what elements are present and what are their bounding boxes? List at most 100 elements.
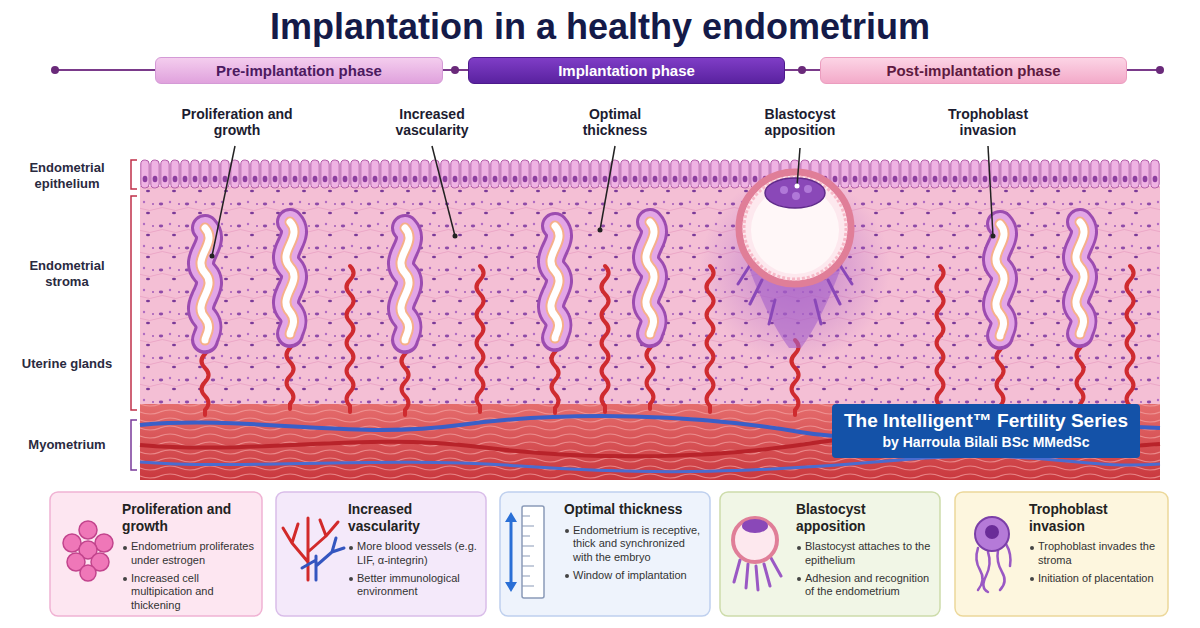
bullet-text: Better immunological environment: [357, 572, 460, 598]
phase-pill: Post-implantation phase: [820, 57, 1127, 84]
timeline-dot: [51, 66, 59, 74]
cell: [792, 192, 800, 200]
bullet-dot: [565, 529, 569, 533]
layer-label: Endometrial stroma: [7, 258, 127, 289]
bracket: [131, 196, 137, 410]
text-row: The Intelligent™ Fertility Series: [844, 409, 1128, 433]
bullet-dot: [123, 546, 127, 550]
epithelium-layer: [140, 159, 1160, 189]
timeline-dot: [798, 66, 806, 74]
phase-pill: Pre-implantation phase: [155, 57, 443, 84]
bracket: [131, 160, 137, 189]
card-ground: [50, 492, 262, 616]
text-row: Proliferation and growth: [122, 502, 256, 535]
callout-label: Blastocyst apposition: [748, 106, 852, 138]
card-heading: Proliferation and growth: [122, 502, 231, 534]
leader-dot: [598, 228, 603, 233]
phase-pill: Implantation phase: [468, 57, 785, 84]
blastocoel: [751, 186, 839, 274]
text-row: by Harroula Bilali BSc MMedSc: [844, 433, 1128, 452]
series-badge: The Intelligent™ Fertility Series by Harr…: [832, 404, 1140, 458]
leader-dot: [795, 184, 800, 189]
text-row: Trophoblast invasion: [1029, 502, 1162, 535]
text-row: Trophoblast invades the stroma: [1029, 540, 1162, 568]
blastocyst-icon: [733, 518, 781, 590]
cell-cluster-icon: [63, 521, 113, 581]
text-row: Pre-implantation phase: [216, 62, 382, 79]
text-row: More blood vessels (e.g. LIF, α-integrin…: [348, 540, 480, 568]
text-row: Endometrium proliferates under estrogen: [122, 540, 256, 568]
leader-line: [988, 146, 993, 236]
blastocyst: [738, 172, 852, 348]
bullet-text: Blastocyst attaches to the epithelium: [805, 540, 930, 566]
card-grounds: [50, 492, 1168, 616]
trophoblast-icon: [975, 517, 1011, 592]
cell: [804, 185, 812, 193]
leader-line: [600, 146, 615, 230]
vessel-icon: [283, 518, 344, 580]
bullet-dot: [349, 577, 353, 581]
info-card: Trophoblast invasionTrophoblast invades …: [955, 492, 1168, 616]
cell: [780, 186, 788, 194]
node-text: by Harroula Bilali BSc MMedSc: [883, 434, 1090, 450]
text-row: Initiation of placentation: [1029, 572, 1162, 586]
bullet-dot: [797, 546, 801, 550]
leader-dot: [991, 234, 996, 239]
node-text: Implantation phase: [558, 62, 695, 79]
card-heading: Increased vascularity: [348, 502, 420, 534]
layer-label: Endometrial epithelium: [7, 160, 127, 191]
layer-brackets: [131, 160, 137, 470]
bullet-text: Window of implantation: [573, 569, 687, 581]
info-card: Optimal thicknessEndometrium is receptiv…: [500, 492, 710, 616]
info-card: Blastocyst appositionBlastocyst attaches…: [720, 492, 940, 616]
info-card: Increased vascularityMore blood vessels …: [276, 492, 486, 616]
card-heading: Trophoblast invasion: [1029, 502, 1108, 534]
text-row: Blastocyst attaches to the epithelium: [796, 540, 934, 568]
cell-ring: [744, 177, 846, 279]
text-row: Window of implantation: [564, 569, 704, 583]
inner-cell-mass: [765, 178, 825, 208]
text-row: Increased cell multipication and thicken…: [122, 572, 256, 613]
text-row: Increased vascularity: [348, 502, 480, 535]
endometrium-section: [140, 159, 1160, 480]
callout-label: Increased vascularity: [382, 106, 482, 138]
leader-dots: [210, 184, 996, 259]
text-row: Post-implantation phase: [886, 62, 1060, 79]
bullet-text: Endometrium is receptive, thick and sync…: [573, 524, 700, 564]
text-row: Implantation phase: [558, 62, 695, 79]
bullet-text: More blood vessels (e.g. LIF, α-integrin…: [357, 540, 477, 566]
bullet-dot: [349, 546, 353, 550]
ruler-icon: [505, 506, 544, 598]
bullet-dot: [123, 577, 127, 581]
myometrium-layer: [140, 404, 1160, 480]
text-row: Better immunological environment: [348, 572, 480, 600]
text-row: Adhesion and recognition of the endometr…: [796, 572, 934, 600]
diagram-title: Implantation in a healthy endometrium: [0, 6, 1200, 48]
leader-line: [212, 146, 235, 256]
bullet-text: Endometrium proliferates under estrogen: [131, 540, 254, 566]
bullet-text: Initiation of placentation: [1038, 572, 1154, 584]
node-text: The Intelligent™ Fertility Series: [844, 410, 1128, 431]
timeline-dot: [1156, 66, 1164, 74]
card-heading: Blastocyst apposition: [796, 502, 866, 534]
text-row: Blastocyst apposition: [796, 502, 934, 535]
node-text: Pre-implantation phase: [216, 62, 382, 79]
bullet-dot: [797, 577, 801, 581]
card-heading: Optimal thickness: [564, 502, 682, 517]
text-row: Endometrium is receptive, thick and sync…: [564, 524, 704, 565]
muscle-fibres: [140, 404, 1160, 480]
card-ground: [500, 492, 710, 616]
callout-label: Optimal thickness: [570, 106, 660, 138]
leader-dot: [210, 254, 215, 259]
info-card: Proliferation and growthEndometrium prol…: [50, 492, 262, 616]
card-ground: [720, 492, 940, 616]
uterine-glands: [201, 222, 1084, 340]
trophectoderm: [739, 172, 851, 284]
leader-line: [797, 148, 800, 186]
layer-label: Uterine glands: [7, 356, 127, 372]
bullet-text: Trophoblast invades the stroma: [1038, 540, 1155, 566]
stroma-layer: [140, 186, 1160, 408]
layer-label: Myometrium: [7, 437, 127, 453]
bullet-dot: [1030, 577, 1034, 581]
vein: [140, 456, 1160, 471]
